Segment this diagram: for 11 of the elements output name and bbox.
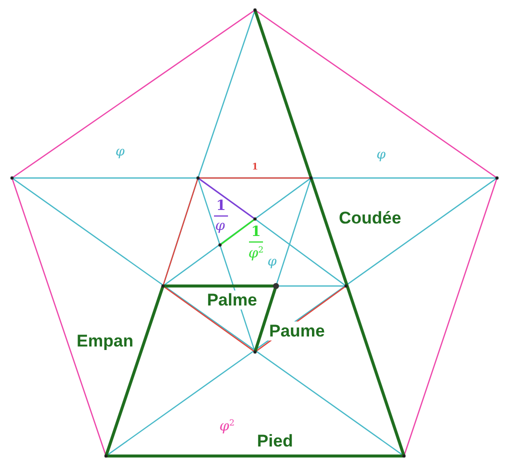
- ratio-label: φ: [266, 254, 278, 270]
- ratio-label: φ$^{2}$: [218, 417, 236, 435]
- ratio-label: φ$^{2}$: [247, 244, 265, 262]
- ratio-label: 1: [250, 224, 262, 240]
- ratio-label: 1: [250, 162, 260, 174]
- ratio-label: 1: [215, 198, 227, 214]
- part-label: Empan: [74, 332, 136, 350]
- part-label: Paume: [267, 322, 327, 340]
- ratio-label: φ: [114, 144, 126, 160]
- ratio-label: φ: [375, 148, 387, 162]
- ratio-label: φ: [214, 218, 226, 234]
